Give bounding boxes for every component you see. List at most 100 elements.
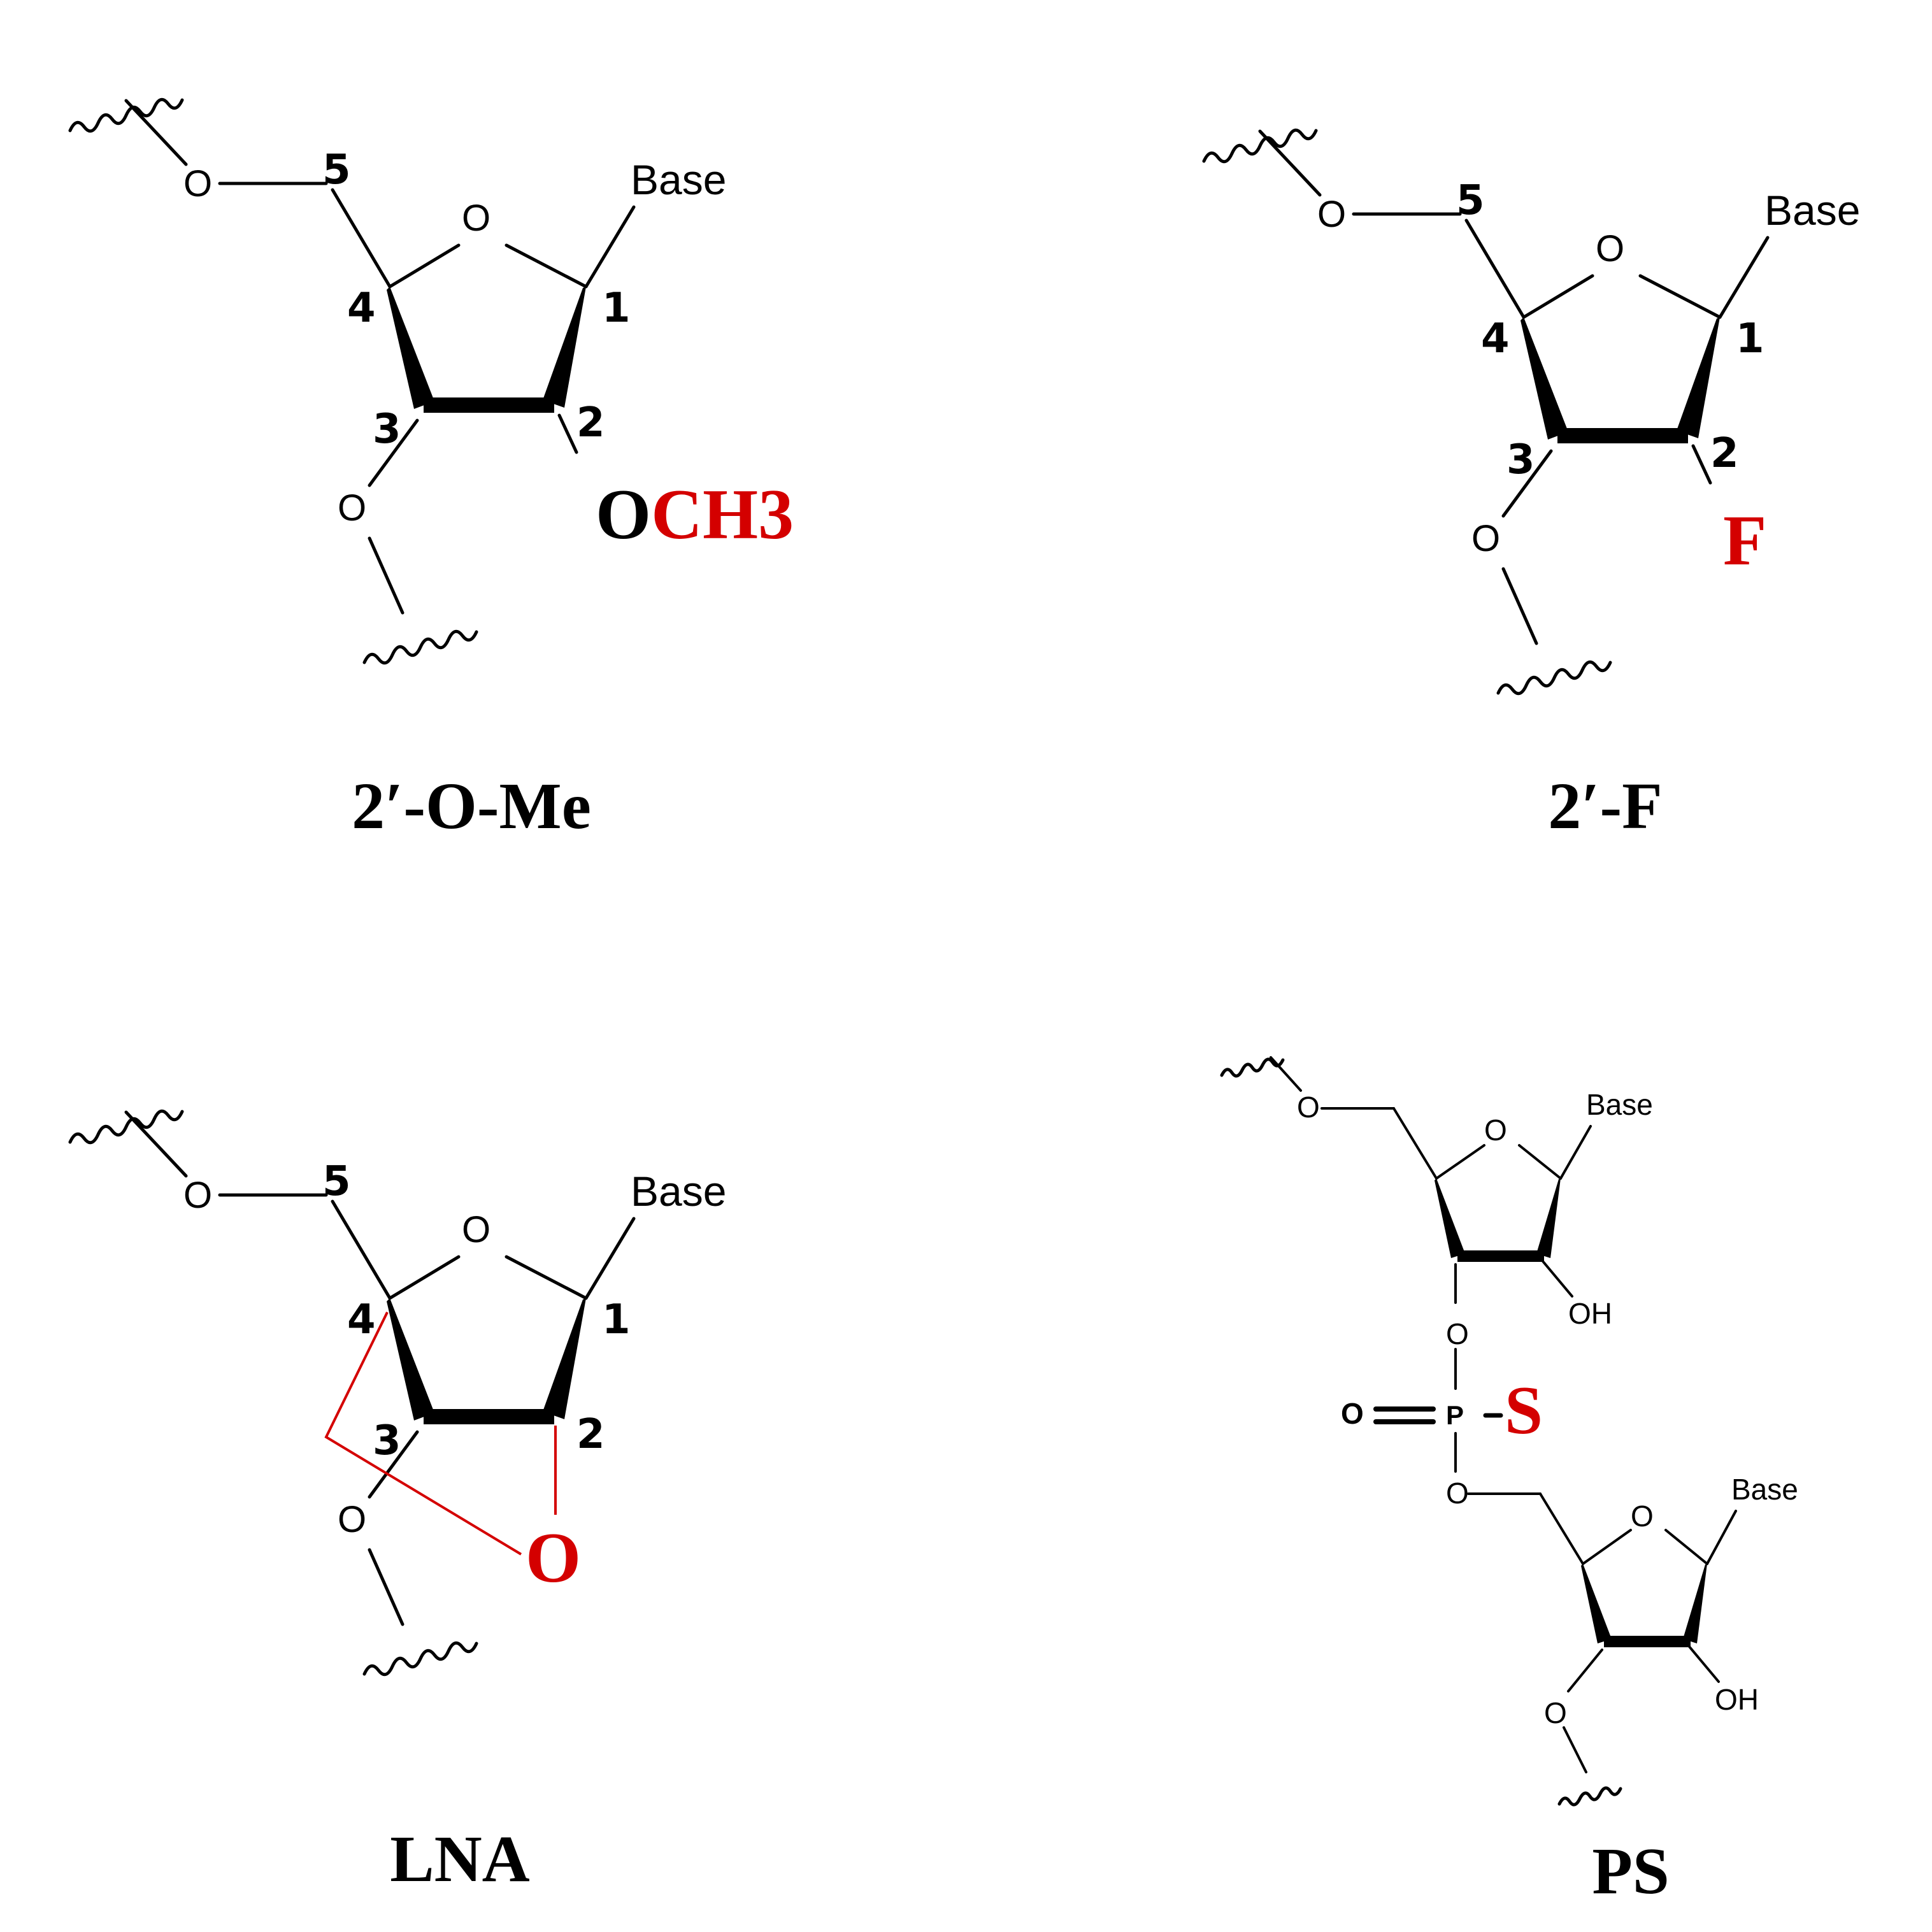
position-1-label: 1 bbox=[1736, 315, 1764, 362]
bond bbox=[1664, 1529, 1708, 1565]
bond bbox=[124, 99, 188, 166]
position-2-label: 2 bbox=[576, 399, 605, 447]
bond bbox=[1258, 129, 1322, 197]
bond bbox=[368, 1548, 404, 1626]
bond bbox=[368, 1430, 419, 1499]
wedge-bond bbox=[1677, 317, 1720, 438]
wavy-bond-top bbox=[68, 1109, 184, 1145]
bond bbox=[1567, 1649, 1603, 1692]
bond bbox=[1706, 1510, 1737, 1565]
wavy-bond-top bbox=[1202, 128, 1318, 164]
bond bbox=[584, 205, 636, 289]
fluorine-substituent: F bbox=[1723, 501, 1766, 580]
position-3-label: 3 bbox=[1506, 436, 1535, 483]
wavy-bond-bottom bbox=[362, 629, 478, 665]
oxygen-5-linker-lower: O bbox=[1446, 1477, 1469, 1510]
position-2-label: 2 bbox=[1710, 430, 1739, 477]
wedge-bond bbox=[1683, 1564, 1707, 1643]
bridge-oxygen: O bbox=[526, 1519, 581, 1598]
bond bbox=[368, 419, 419, 487]
bond bbox=[1501, 449, 1553, 518]
bond bbox=[124, 1110, 188, 1178]
oxygen-5-linker: O bbox=[1317, 194, 1346, 235]
base-label-upper: Base bbox=[1586, 1088, 1653, 1121]
oxygen-5-linker: O bbox=[183, 1175, 212, 1216]
bond bbox=[1464, 218, 1526, 319]
caption-2-f: 2′-F bbox=[1548, 769, 1662, 843]
position-1-label: 1 bbox=[602, 285, 631, 332]
wedge-bond bbox=[1536, 1178, 1561, 1258]
bond bbox=[1563, 1726, 1587, 1773]
bond bbox=[1718, 236, 1770, 319]
ring-oxygen-upper: O bbox=[1484, 1113, 1507, 1147]
sulfur-substituent: S bbox=[1505, 1373, 1543, 1449]
position-5-label: 5 bbox=[322, 147, 351, 194]
wedge-bond bbox=[1435, 1178, 1465, 1258]
base-label: Base bbox=[631, 1168, 726, 1215]
panel-2-o-me: O 5 O Base 1 4 3 2 O OCH3 2′-O-Me bbox=[68, 97, 794, 843]
position-2-label: 2 bbox=[576, 1411, 605, 1458]
bond bbox=[1435, 1144, 1485, 1180]
phosphate-double-oxygen: O bbox=[1341, 1397, 1364, 1430]
bond bbox=[1688, 1645, 1720, 1683]
wavy-bond-bottom bbox=[362, 1641, 478, 1677]
svg-text:OCH3: OCH3 bbox=[596, 475, 794, 554]
position-4-label: 4 bbox=[347, 285, 376, 332]
position-4-label: 4 bbox=[1481, 315, 1510, 362]
och3-oxygen: O bbox=[596, 475, 651, 554]
position-5-label: 5 bbox=[1456, 177, 1485, 224]
ring-oxygen: O bbox=[462, 1209, 490, 1250]
oxygen-3-linker: O bbox=[338, 487, 366, 529]
position-4-label: 4 bbox=[347, 1296, 376, 1343]
bond bbox=[504, 243, 588, 289]
caption-ps: PS bbox=[1592, 1835, 1669, 1908]
bond bbox=[557, 413, 578, 454]
panel-2-f: O 5 O Base 1 4 3 2 O F 2′-F bbox=[1202, 128, 1860, 843]
bond bbox=[1582, 1529, 1632, 1565]
caption-2-o-me: 2′-O-Me bbox=[352, 769, 591, 843]
bond bbox=[1518, 1144, 1562, 1180]
bond bbox=[1542, 1260, 1573, 1298]
base-label: Base bbox=[631, 156, 726, 203]
bond bbox=[1691, 444, 1712, 485]
wavy-bond-top bbox=[1220, 1057, 1285, 1078]
hydroxyl-upper: OH bbox=[1568, 1297, 1612, 1330]
position-3-label: 3 bbox=[373, 1417, 401, 1464]
wavy-bond-top bbox=[68, 97, 184, 133]
ring-oxygen-lower: O bbox=[1631, 1499, 1654, 1533]
wedge-bond bbox=[543, 1298, 586, 1419]
bond bbox=[368, 536, 404, 615]
bond bbox=[1270, 1056, 1302, 1092]
oxygen-5-linker-upper: O bbox=[1297, 1091, 1320, 1124]
bond bbox=[1638, 274, 1722, 319]
bond bbox=[331, 188, 392, 289]
position-5-label: 5 bbox=[322, 1158, 351, 1205]
position-1-label: 1 bbox=[602, 1296, 631, 1343]
bond bbox=[1522, 274, 1594, 319]
oxygen-3-linker: O bbox=[1471, 518, 1500, 559]
oxygen-3-linker: O bbox=[338, 1499, 366, 1540]
panel-ps: O O Base OH O O P S O O Base bbox=[1220, 1056, 1798, 1908]
caption-lna: LNA bbox=[390, 1822, 530, 1896]
bond bbox=[1392, 1107, 1438, 1180]
wedge-bond bbox=[543, 287, 586, 408]
phosphorus: P bbox=[1446, 1400, 1464, 1430]
bond bbox=[504, 1255, 588, 1300]
lna-bridge-bond bbox=[324, 1312, 522, 1556]
och3-methyl: CH3 bbox=[651, 475, 794, 554]
bond bbox=[584, 1217, 636, 1300]
ring-oxygen: O bbox=[462, 197, 490, 239]
bond bbox=[1559, 1125, 1592, 1180]
panel-lna: O 5 O Base 1 4 3 2 O O LNA bbox=[68, 1109, 726, 1896]
bond bbox=[1539, 1492, 1584, 1565]
wavy-bond-bottom bbox=[1496, 660, 1612, 696]
wavy-bond-bottom bbox=[1557, 1786, 1622, 1807]
bond bbox=[388, 1255, 461, 1300]
bond bbox=[1501, 567, 1538, 645]
wedge-bond bbox=[387, 1298, 434, 1420]
hydroxyl-lower: OH bbox=[1715, 1683, 1759, 1716]
base-label-lower: Base bbox=[1731, 1473, 1798, 1506]
wedge-bond bbox=[1581, 1564, 1612, 1643]
ring-oxygen: O bbox=[1596, 228, 1624, 269]
